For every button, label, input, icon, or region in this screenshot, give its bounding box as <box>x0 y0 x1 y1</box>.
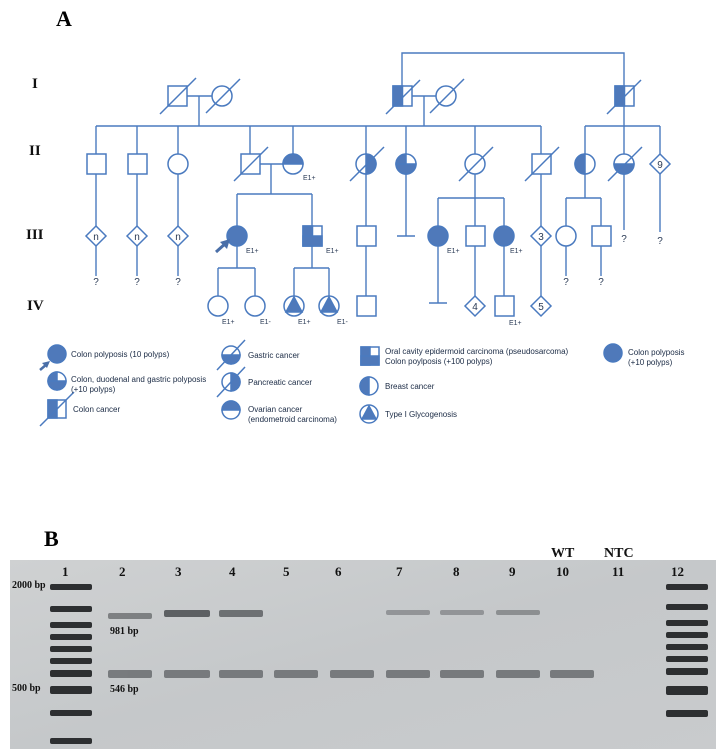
legend-breast-cancer: Breast cancer <box>385 382 435 391</box>
gel-lane-number: 1 <box>62 564 69 579</box>
genotype-label: E1- <box>260 319 272 326</box>
gel-image <box>10 560 716 749</box>
legend-oral-cavity: Oral cavity epidermoid carcinoma (pseudo… <box>385 347 569 366</box>
diamond-label: 5 <box>538 302 544 313</box>
pedigree-diamond <box>84 224 108 248</box>
genotype-label: E1+ <box>510 248 523 255</box>
gel-lane-number: 9 <box>509 564 516 579</box>
genotype-label: E1+ <box>509 320 522 327</box>
gel-header-ntc: NTC <box>604 546 634 561</box>
unknown-mark: ? <box>657 236 663 247</box>
gel-lane-number: 4 <box>229 564 236 579</box>
genotype-label: E1- <box>337 319 349 326</box>
gel-marker-500: 500 bp <box>12 683 41 694</box>
pedigree-male <box>356 225 377 247</box>
pedigree-diamond <box>166 224 190 248</box>
generation-i-label: I <box>32 76 38 92</box>
pedigree-male <box>591 225 612 247</box>
pedigree-proband <box>226 225 248 247</box>
gel-lane-number: 6 <box>335 564 342 579</box>
genotype-label: E1+ <box>303 175 316 182</box>
gel-lane-number: 8 <box>453 564 460 579</box>
legend-glycogenosis: Type I Glycogenosis <box>385 410 458 419</box>
legend-colon-duodenal-gastric: Colon, duodenal and gastric polyposis (+… <box>71 375 207 394</box>
unknown-mark: ? <box>563 277 569 288</box>
legend-colon-polyposis-icon <box>47 344 67 364</box>
genotype-label: E1+ <box>326 248 339 255</box>
diamond-label: 4 <box>472 302 478 313</box>
pedigree-male <box>356 295 377 317</box>
diamond-label: n <box>134 232 140 243</box>
diamond-label: n <box>93 232 99 243</box>
pedigree-female-polyposis <box>493 225 515 247</box>
pedigree-female <box>244 295 266 317</box>
gel-lane-number: 10 <box>556 564 569 579</box>
pedigree-diamond <box>529 294 553 318</box>
legend-colon-polyposis-10: Colon polyposis (10 polyps) <box>71 350 170 359</box>
legend-colon-polyposis-plus10-icon <box>603 343 623 363</box>
legend-pancreatic-cancer: Pancreatic cancer <box>248 378 313 387</box>
diamond-label: 9 <box>657 160 663 171</box>
pedigree-diamond <box>648 152 672 176</box>
gel-band-546: 546 bp <box>110 684 139 695</box>
legend-proband-arrow-icon <box>39 361 50 371</box>
pedigree-female <box>207 295 229 317</box>
generation-iii-label: III <box>26 227 44 243</box>
gel-lane-number: 11 <box>612 564 625 579</box>
pedigree-diamond <box>125 224 149 248</box>
proband-arrow-icon <box>214 239 230 254</box>
gel-header-wt: WT <box>551 546 575 561</box>
gel-band-981: 981 bp <box>110 626 139 637</box>
pedigree-male <box>86 153 107 175</box>
pedigree-female <box>555 225 577 247</box>
genotype-label: E1+ <box>222 319 235 326</box>
pedigree-diamond <box>529 224 553 248</box>
diamond-label: 3 <box>538 232 544 243</box>
panel-a-label: A <box>56 6 72 31</box>
generation-iv-label: IV <box>27 298 44 314</box>
pedigree-male <box>494 295 515 317</box>
unknown-mark: ? <box>598 277 604 288</box>
legend-gastric-cancer: Gastric cancer <box>248 351 300 360</box>
pedigree-male <box>127 153 148 175</box>
pedigree-diamond <box>463 294 487 318</box>
gel-lane-number: 12 <box>671 564 684 579</box>
genotype-label: E1+ <box>246 248 259 255</box>
gel-lane-number: 2 <box>119 564 126 579</box>
gel-lane-number: 3 <box>175 564 182 579</box>
unknown-mark: ? <box>93 277 99 288</box>
gel-lane-number: 5 <box>283 564 290 579</box>
legend-colon-cancer: Colon cancer <box>73 405 121 414</box>
pedigree-female <box>167 153 189 175</box>
unknown-mark: ? <box>621 234 627 245</box>
genotype-label: E1+ <box>447 248 460 255</box>
panel-b-label: B <box>44 526 59 551</box>
gel-marker-2000: 2000 bp <box>12 580 46 591</box>
legend-ovarian-cancer: Ovarian cancer (endometroid carcinoma) <box>248 405 337 424</box>
diamond-label: n <box>175 232 181 243</box>
unknown-mark: ? <box>175 277 181 288</box>
generation-ii-label: II <box>29 143 41 159</box>
genotype-label: E1+ <box>298 319 311 326</box>
pedigree-diagram: n n n 9 3 4 5 ? ? ? ? ? ? ? E1+ E1+ E1+ … <box>39 52 672 427</box>
pedigree-male <box>465 225 486 247</box>
legend-colon-polyposis-plus10: Colon polyposis (+10 polyps) <box>628 348 685 367</box>
gel-lane-number: 7 <box>396 564 403 579</box>
unknown-mark: ? <box>134 277 140 288</box>
pedigree-female-polyposis <box>427 225 449 247</box>
